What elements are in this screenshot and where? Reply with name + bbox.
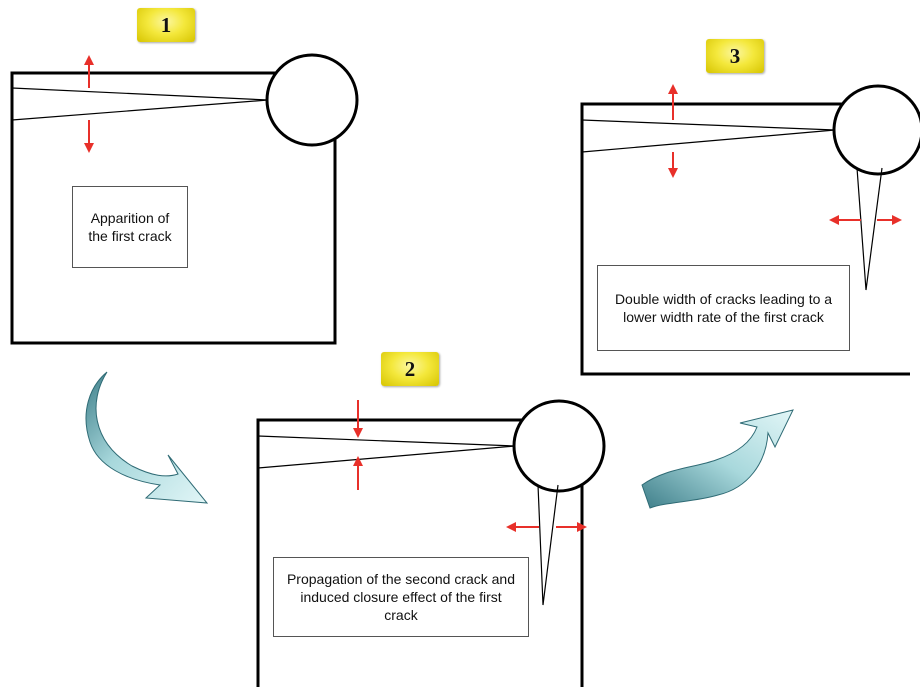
caption-text: Double width of cracks leading to a lowe… [614, 291, 833, 325]
notch-circle [265, 53, 359, 147]
notch-circle [512, 399, 606, 493]
caption-text: Propagation of the second crack and indu… [286, 571, 516, 623]
curved-flow-arrow-2-to-3 [641, 409, 794, 509]
first-crack-lower-edge [581, 129, 836, 153]
stage-badge-1: 1 [137, 8, 195, 42]
stage-number: 3 [729, 43, 741, 68]
first-crack-upper-edge [257, 435, 516, 447]
stage-badge-3: 3 [706, 39, 764, 73]
first-crack-lower-edge [257, 445, 516, 469]
first-crack-upper-edge [581, 119, 836, 131]
second-crack [856, 167, 883, 291]
caption-box-stage-1: Apparition of the first crack [72, 186, 188, 268]
first-crack-lower-edge [11, 99, 269, 121]
second-crack [537, 484, 559, 606]
curved-flow-arrow-1-to-2 [85, 371, 209, 504]
caption-box-stage-3: Double width of cracks leading to a lowe… [597, 265, 850, 351]
caption-box-stage-2: Propagation of the second crack and indu… [273, 557, 529, 637]
panel-stage-2 [256, 399, 606, 687]
stage-number: 2 [404, 356, 416, 381]
notch-circle [832, 84, 920, 176]
stage-number: 1 [160, 12, 172, 37]
first-crack-upper-edge [11, 87, 269, 101]
stage-badge-2: 2 [381, 352, 439, 386]
caption-text: Apparition of the first crack [88, 210, 172, 244]
